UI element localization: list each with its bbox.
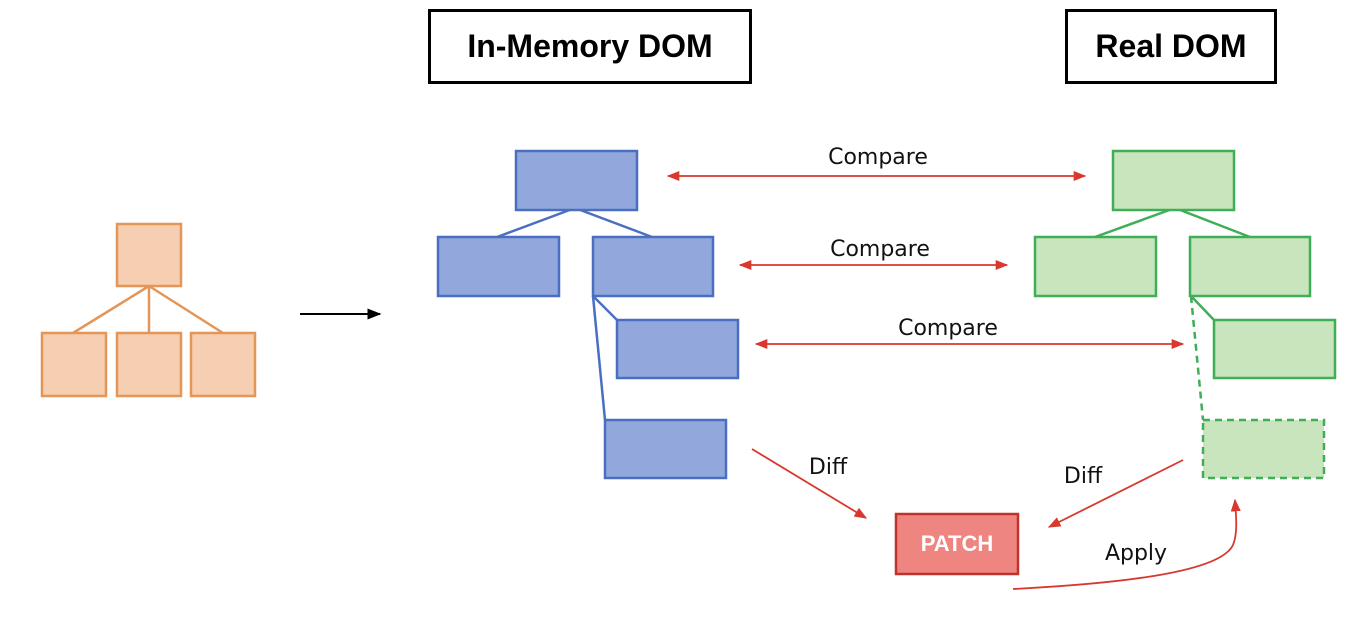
green-connector [1174, 206, 1251, 239]
orange-tree [40, 222, 257, 398]
real-dom-title: Real DOM [1065, 9, 1277, 84]
compare-label-1: Compare [828, 145, 928, 170]
blue-new-node [603, 418, 728, 480]
orange-connector [148, 284, 224, 335]
patch-label: PATCH [921, 531, 994, 556]
diff-label-right: Diff [1064, 464, 1103, 489]
blue-connector [496, 206, 576, 239]
green-dashed-connector [1189, 295, 1205, 421]
blue-root-node [514, 149, 639, 212]
compare-label-2: Compare [830, 237, 930, 262]
green-root-node [1111, 149, 1236, 212]
in-memory-dom-title: In-Memory DOM [428, 9, 752, 84]
blue-connector [592, 295, 618, 321]
orange-child-node [40, 331, 108, 398]
blue-child-node [436, 235, 561, 298]
apply-label: Apply [1105, 541, 1167, 566]
patch-box [894, 512, 1020, 576]
diff-arrow-left [751, 448, 868, 519]
orange-child-node [189, 331, 257, 398]
blue-connector [591, 295, 607, 421]
in-memory-tree [436, 149, 740, 480]
orange-root-node [115, 222, 183, 288]
diff-arrow-right [1047, 459, 1184, 528]
diff-label-left: Diff [809, 455, 848, 480]
compare-label-3: Compare [898, 316, 998, 341]
real-dom-tree [1033, 149, 1337, 480]
green-child-node [1033, 235, 1158, 298]
orange-connector [72, 284, 150, 335]
blue-grandchild-node [615, 318, 740, 380]
green-grandchild-node [1212, 318, 1337, 380]
blue-connector [574, 206, 653, 239]
green-connector [1094, 206, 1176, 239]
green-connector [1190, 295, 1215, 321]
green-placeholder-node [1201, 418, 1326, 480]
apply-arrow [1012, 498, 1241, 590]
blue-child-node [591, 235, 715, 298]
green-child-node [1188, 235, 1312, 298]
orange-child-node [115, 331, 183, 398]
